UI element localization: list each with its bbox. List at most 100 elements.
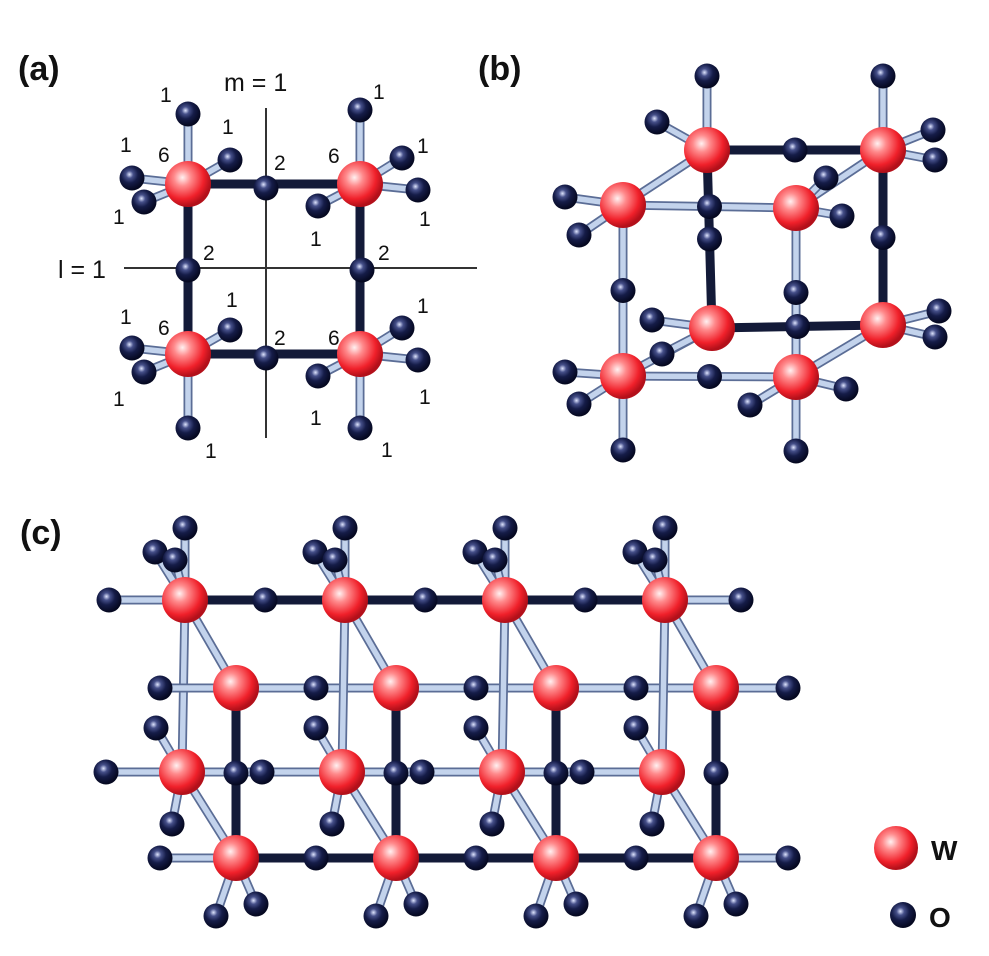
- oxygen-atom: [783, 438, 809, 464]
- oxygen-atom: [920, 117, 946, 143]
- oxygen-atom: [405, 177, 431, 203]
- oxygen-atom: [305, 363, 331, 389]
- oxygen-atom: [922, 147, 948, 173]
- oxygen-atom: [623, 675, 649, 701]
- coord-number: 1: [222, 116, 234, 139]
- oxygen-atom: [253, 345, 279, 371]
- oxygen-atom: [813, 165, 839, 191]
- oxygen-atom: [319, 811, 345, 837]
- oxygen-atom: [623, 715, 649, 741]
- oxygen-atom: [409, 759, 435, 785]
- coord-number: 1: [373, 81, 385, 104]
- oxygen-atom: [147, 845, 173, 871]
- oxygen-atom: [737, 392, 763, 418]
- oxygen-atom: [332, 515, 358, 541]
- coord-number: 1: [381, 439, 393, 462]
- tungsten-atom: [165, 161, 211, 207]
- tungsten-atom: [373, 835, 419, 881]
- oxygen-atom: [782, 137, 808, 163]
- coord-number: 1: [120, 134, 132, 157]
- oxygen-atom: [870, 63, 896, 89]
- tungsten-atom: [693, 835, 739, 881]
- tungsten-atom: [482, 577, 528, 623]
- tungsten-atom: [860, 127, 906, 173]
- coord-number: 6: [158, 317, 170, 340]
- oxygen-atom: [175, 101, 201, 127]
- oxygen-atom: [642, 547, 668, 573]
- tungsten-atom: [533, 665, 579, 711]
- oxygen-atom: [147, 675, 173, 701]
- tungsten-atom: [479, 749, 525, 795]
- coord-number: 2: [203, 242, 215, 265]
- oxygen-atom: [93, 759, 119, 785]
- oxygen-atom: [639, 307, 665, 333]
- coord-number: 6: [158, 144, 170, 167]
- oxygen-atom: [303, 715, 329, 741]
- oxygen-atom: [349, 257, 375, 283]
- tungsten-atom: [373, 665, 419, 711]
- panel-c-label: (c): [20, 514, 62, 552]
- panel-a-diagram: m = 1 l = 1 1 1 6 1 1 1 6 1 1 1 1 6 1 1 …: [58, 69, 477, 463]
- oxygen-atom: [243, 891, 269, 917]
- oxygen-atom: [175, 415, 201, 441]
- oxygen-atom: [463, 675, 489, 701]
- oxygen-atom: [622, 539, 648, 565]
- wo-bond: [657, 595, 670, 777]
- legend-oxygen-swatch: [890, 902, 916, 928]
- oxygen-atom: [463, 845, 489, 871]
- coord-number: 1: [419, 208, 431, 231]
- oxygen-atom: [644, 109, 670, 135]
- oxygen-atom: [302, 539, 328, 565]
- oxygen-atom: [566, 391, 592, 417]
- oxygen-atom: [552, 359, 578, 385]
- tungsten-atom: [337, 161, 383, 207]
- oxygen-atom: [639, 811, 665, 837]
- oxygen-atom: [119, 165, 145, 191]
- oxygen-atom: [783, 280, 809, 305]
- oxygen-atom: [143, 715, 169, 741]
- coord-number: 1: [113, 206, 125, 229]
- coord-number: 2: [274, 327, 286, 350]
- oxygen-atom: [649, 341, 675, 367]
- oxygen-atom: [249, 759, 275, 785]
- oxygen-atom: [363, 903, 389, 929]
- oxygen-atom: [162, 547, 188, 573]
- panel-c-diagram: [93, 515, 801, 929]
- tungsten-atom: [600, 182, 646, 228]
- oxygen-atom: [479, 811, 505, 837]
- oxygen-atom: [389, 145, 415, 171]
- tungsten-atom: [689, 305, 735, 351]
- oxygen-atom: [389, 315, 415, 341]
- oxygen-atom: [347, 415, 373, 441]
- oxygen-atom: [462, 539, 488, 565]
- oxygen-atom: [829, 203, 855, 229]
- oxygen-atom: [482, 547, 508, 573]
- oxygen-atom: [523, 903, 549, 929]
- oxygen-atom: [403, 891, 429, 917]
- oxygen-atom: [347, 97, 373, 123]
- oxygen-atom: [728, 587, 754, 613]
- oxygen-atom: [610, 437, 636, 463]
- oxygen-atom: [405, 347, 431, 373]
- oxygen-atom: [652, 515, 678, 541]
- tungsten-atom: [693, 665, 739, 711]
- oxygen-atom: [694, 63, 720, 89]
- tungsten-atom: [165, 331, 211, 377]
- oxygen-atom: [566, 222, 592, 248]
- oxygen-atom: [175, 257, 201, 283]
- legend-tungsten-label: W: [931, 835, 958, 866]
- panel-b-atoms: [552, 63, 952, 464]
- oxygen-atom: [922, 324, 948, 350]
- oxygen-atom: [463, 715, 489, 741]
- coord-number: 1: [310, 407, 322, 430]
- oxygen-atom: [683, 903, 709, 929]
- tungsten-atom: [773, 354, 819, 400]
- oxygen-atom: [322, 547, 348, 573]
- coord-number: 1: [113, 388, 125, 411]
- oxygen-atom: [572, 587, 598, 613]
- tungsten-atom: [213, 665, 259, 711]
- tungsten-atom: [162, 577, 208, 623]
- tungsten-atom: [860, 302, 906, 348]
- wo-bond: [497, 595, 510, 777]
